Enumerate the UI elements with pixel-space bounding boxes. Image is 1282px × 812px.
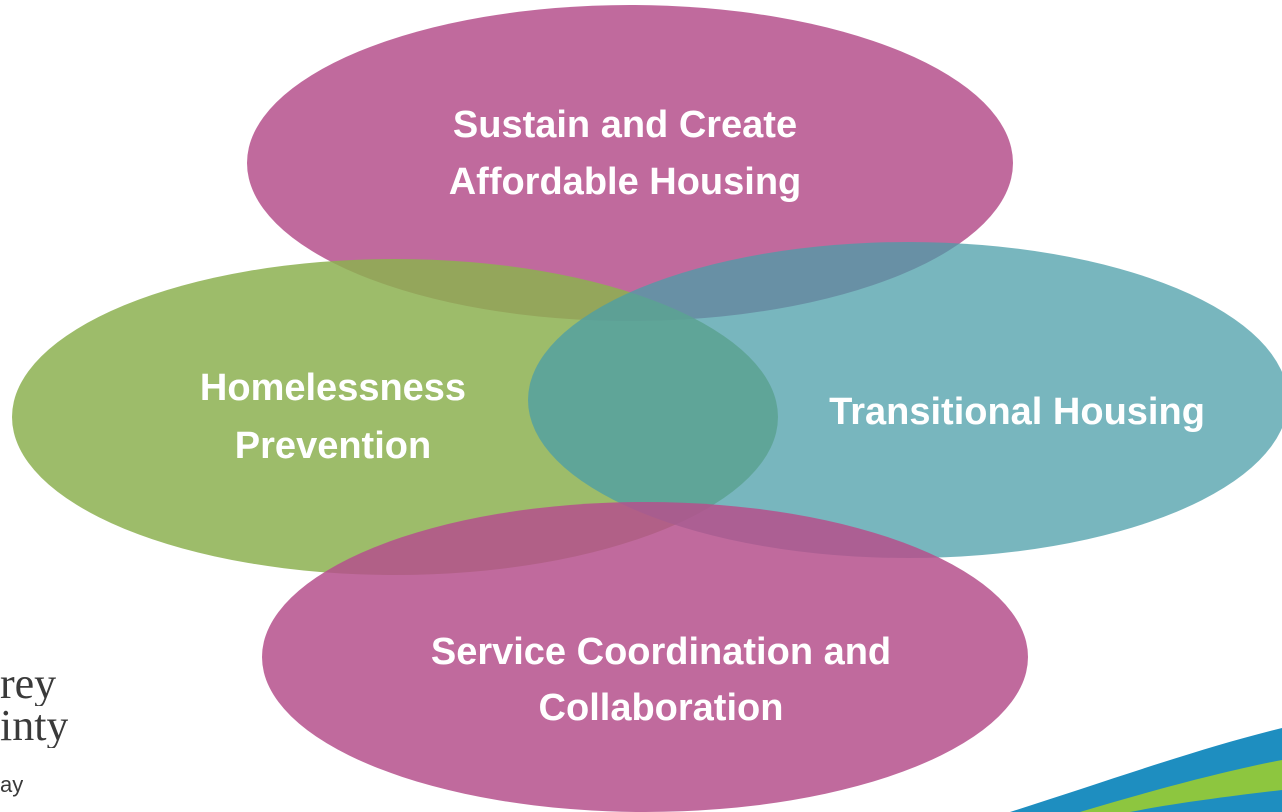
swoosh-decoration [1010,728,1282,812]
logo-text-line1: rey [0,662,57,706]
label-homelessness-line1: Homelessness [200,367,466,409]
swoosh-green [1080,760,1282,812]
logo-tagline: ay [0,772,24,797]
label-service-line1: Service Coordination and [431,631,891,673]
label-homelessness-line2: Prevention [235,425,431,467]
ellipse-sustain-affordable-housing [247,5,1013,321]
label-sustain-line1: Sustain and Create [453,104,797,146]
label-transitional-housing: Transitional Housing [829,391,1205,433]
logo-text-line2: inty [0,704,69,748]
label-service-line2: Collaboration [539,687,784,729]
ellipse-transitional-housing [528,242,1282,558]
ellipse-service-coordination [262,502,1028,812]
label-sustain-line2: Affordable Housing [449,161,802,203]
